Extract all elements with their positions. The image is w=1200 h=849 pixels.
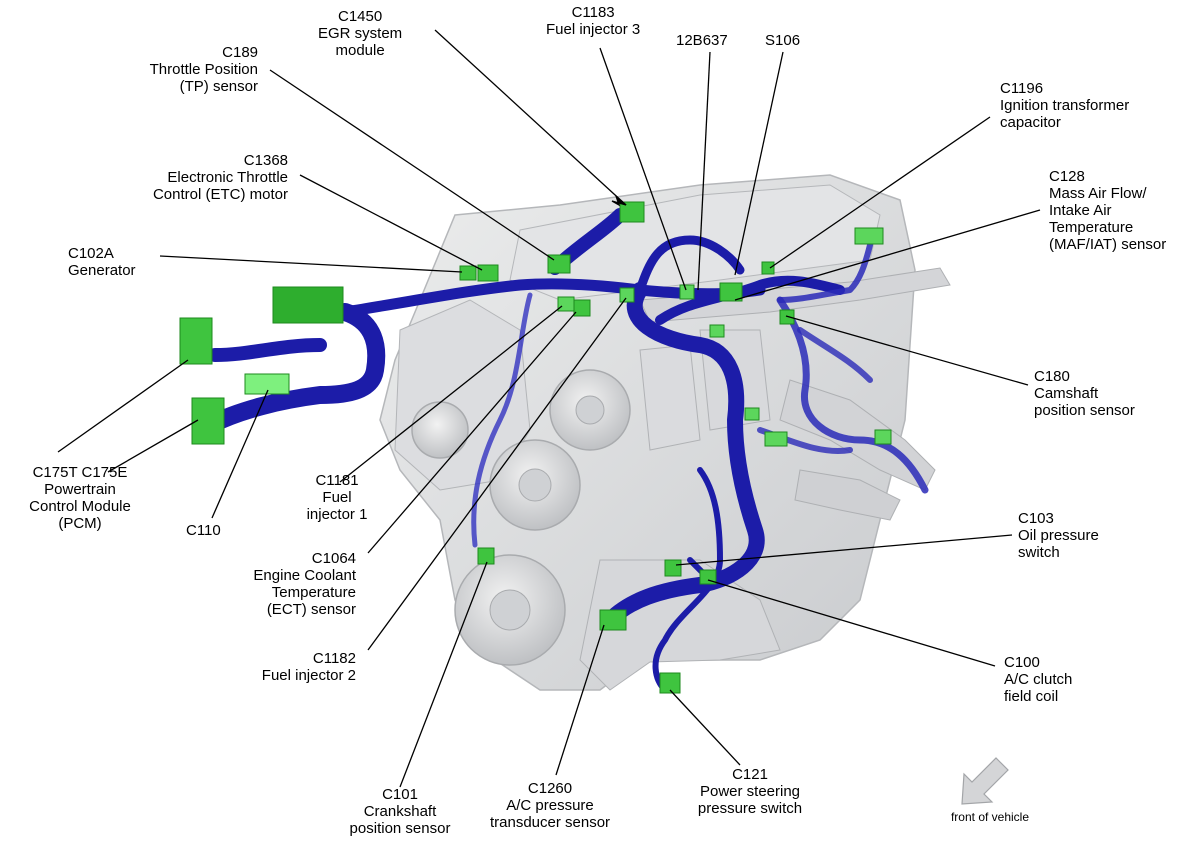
- connector-c102a: [459, 265, 477, 281]
- connector-c175t: [179, 317, 213, 365]
- connector-c1450: [619, 201, 645, 223]
- connector-c110: [244, 373, 290, 395]
- connector-c103: [664, 559, 682, 577]
- connector-c1196: [761, 261, 775, 275]
- connector-c1181: [557, 296, 575, 312]
- connector-c121: [659, 672, 681, 694]
- connector-s106: [719, 282, 743, 302]
- label-front-of-vehicle: front of vehicle: [950, 810, 1030, 824]
- connector-misc-3: [709, 324, 725, 338]
- connector-c180: [779, 309, 795, 325]
- front-of-vehicle-arrow-icon: [961, 757, 1009, 805]
- connector-c1368: [477, 264, 499, 282]
- connector-misc-4: [744, 407, 760, 421]
- label-12b637: 12B637: [676, 32, 728, 49]
- connector-misc-1: [764, 431, 788, 447]
- wiring-harness: [201, 208, 929, 693]
- connector-c1182: [619, 287, 635, 303]
- connector-c128: [854, 227, 884, 245]
- connector-misc-2: [874, 429, 892, 445]
- connectors: [179, 201, 892, 694]
- connector-c100: [699, 569, 717, 585]
- connector-c1183: [679, 284, 695, 300]
- connector-c1260: [599, 609, 627, 631]
- connector-c101: [477, 547, 495, 565]
- connector-pcm-main: [272, 286, 344, 324]
- label-s106: S106: [765, 32, 801, 49]
- leader-lines: [57, 29, 1041, 788]
- label-c110: C110: [186, 522, 221, 539]
- connector-c1064: [573, 299, 591, 317]
